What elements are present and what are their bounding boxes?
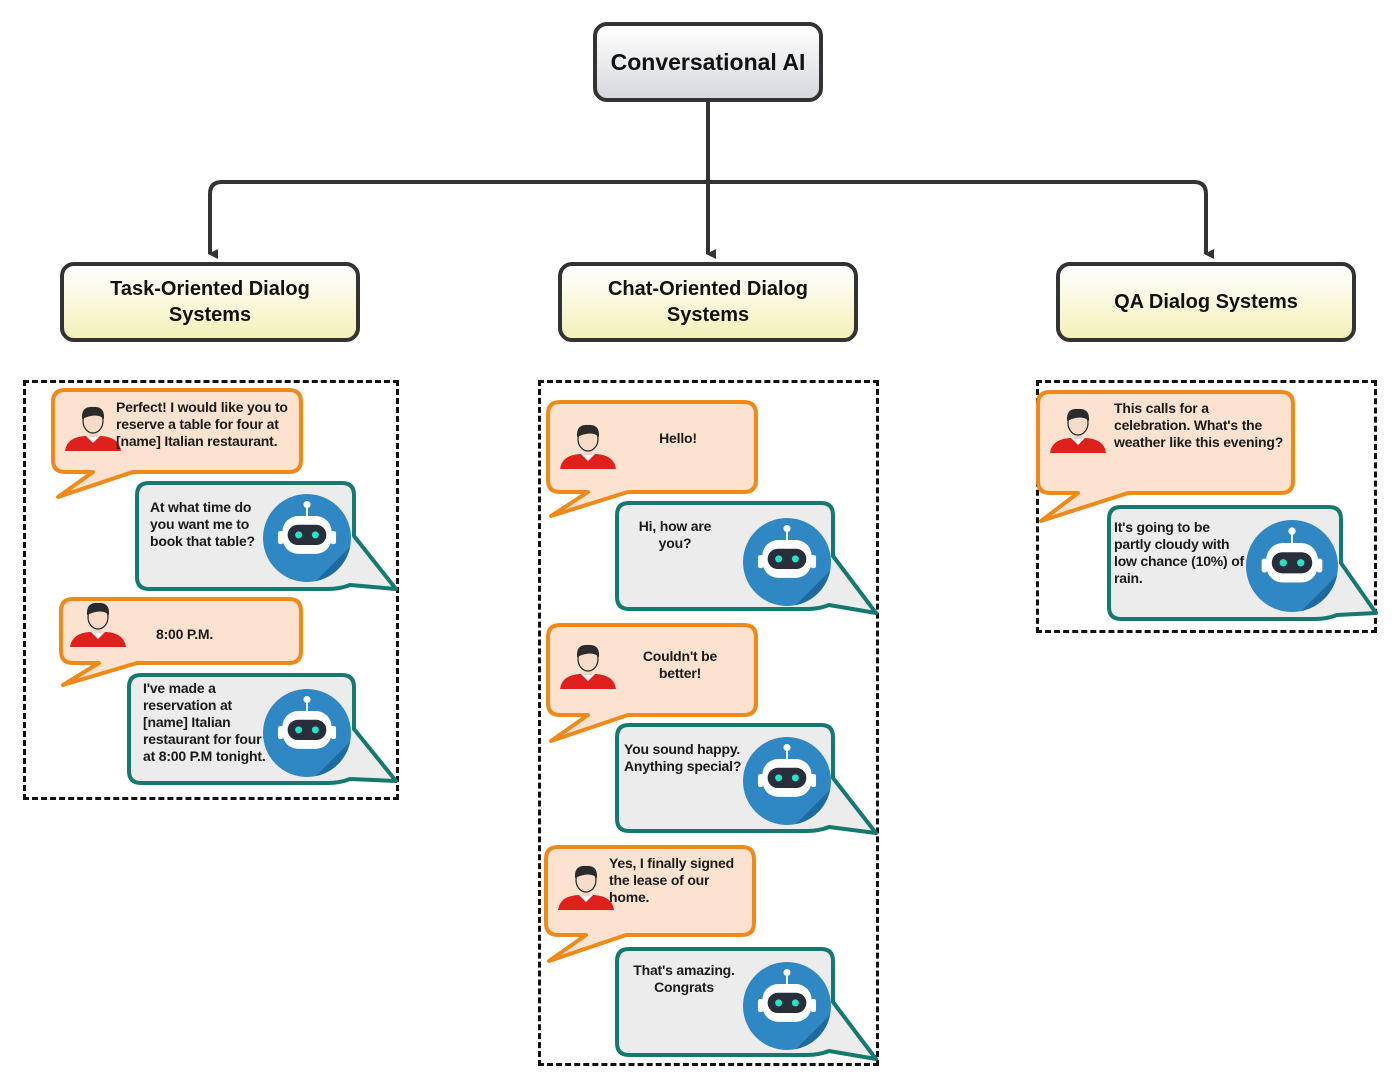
chat-msg-2: Hi, how are you? (638, 518, 712, 551)
chat-msg-1: Hello! (659, 430, 697, 446)
chat-user-bubble-1 (546, 400, 758, 518)
user-avatar-icon (65, 406, 121, 451)
chat-msg-5: Yes, I finally signed the lease of our h… (609, 855, 734, 905)
robot-icon (263, 689, 351, 777)
qa-node: QA Dialog Systems (1056, 262, 1356, 342)
user-avatar-icon (560, 644, 616, 689)
root-label: Conversational AI (610, 48, 806, 75)
chat-msg-6: That's amazing. Congrats (633, 962, 735, 995)
chat-user-bubble-5 (544, 845, 756, 963)
robot-icon (743, 962, 831, 1050)
task-user-bubble-1 (51, 388, 303, 499)
chat-user-bubble-3 (546, 623, 758, 743)
robot-icon (743, 737, 831, 825)
qa-conversation-frame (1036, 380, 1377, 633)
qa-user-bubble-1 (1036, 390, 1295, 523)
task-oriented-node: Task-Oriented Dialog Systems (60, 262, 360, 342)
chat-msg-3: Couldn't be better! (642, 648, 718, 681)
qa-msg-2: It's going to be partly cloudy with low … (1114, 519, 1245, 586)
task-msg-1: Perfect! I would like you to reserve a t… (116, 399, 288, 449)
user-avatar-icon (558, 865, 614, 910)
chat-msg-4: You sound happy. Anything special? (624, 741, 742, 774)
qa-label: QA Dialog Systems (1114, 291, 1298, 313)
task-msg-2: At what time do you want me to book that… (150, 499, 255, 549)
chat-oriented-label: Chat-Oriented Dialog Systems (607, 278, 808, 326)
arrow-to-qa (710, 180, 1214, 259)
user-avatar-icon (560, 424, 616, 469)
user-avatar-icon (1050, 408, 1106, 453)
task-msg-4: I've made a reservation at [name] Italia… (143, 680, 266, 764)
user-avatar-icon (70, 602, 126, 647)
task-msg-3: 8:00 P.M. (156, 626, 214, 642)
robot-icon (743, 518, 831, 606)
robot-icon (1246, 520, 1338, 612)
task-oriented-label: Task-Oriented Dialog Systems (110, 278, 310, 326)
task-user-bubble-3 (59, 597, 303, 687)
root-node: Conversational AI (593, 22, 823, 102)
robot-icon (263, 494, 351, 582)
chat-oriented-node: Chat-Oriented Dialog Systems (558, 262, 858, 342)
chat-conversation-frame (538, 380, 879, 1066)
arrow-to-task (208, 180, 706, 259)
qa-msg-1: This calls for a celebration. What's the… (1114, 400, 1284, 450)
